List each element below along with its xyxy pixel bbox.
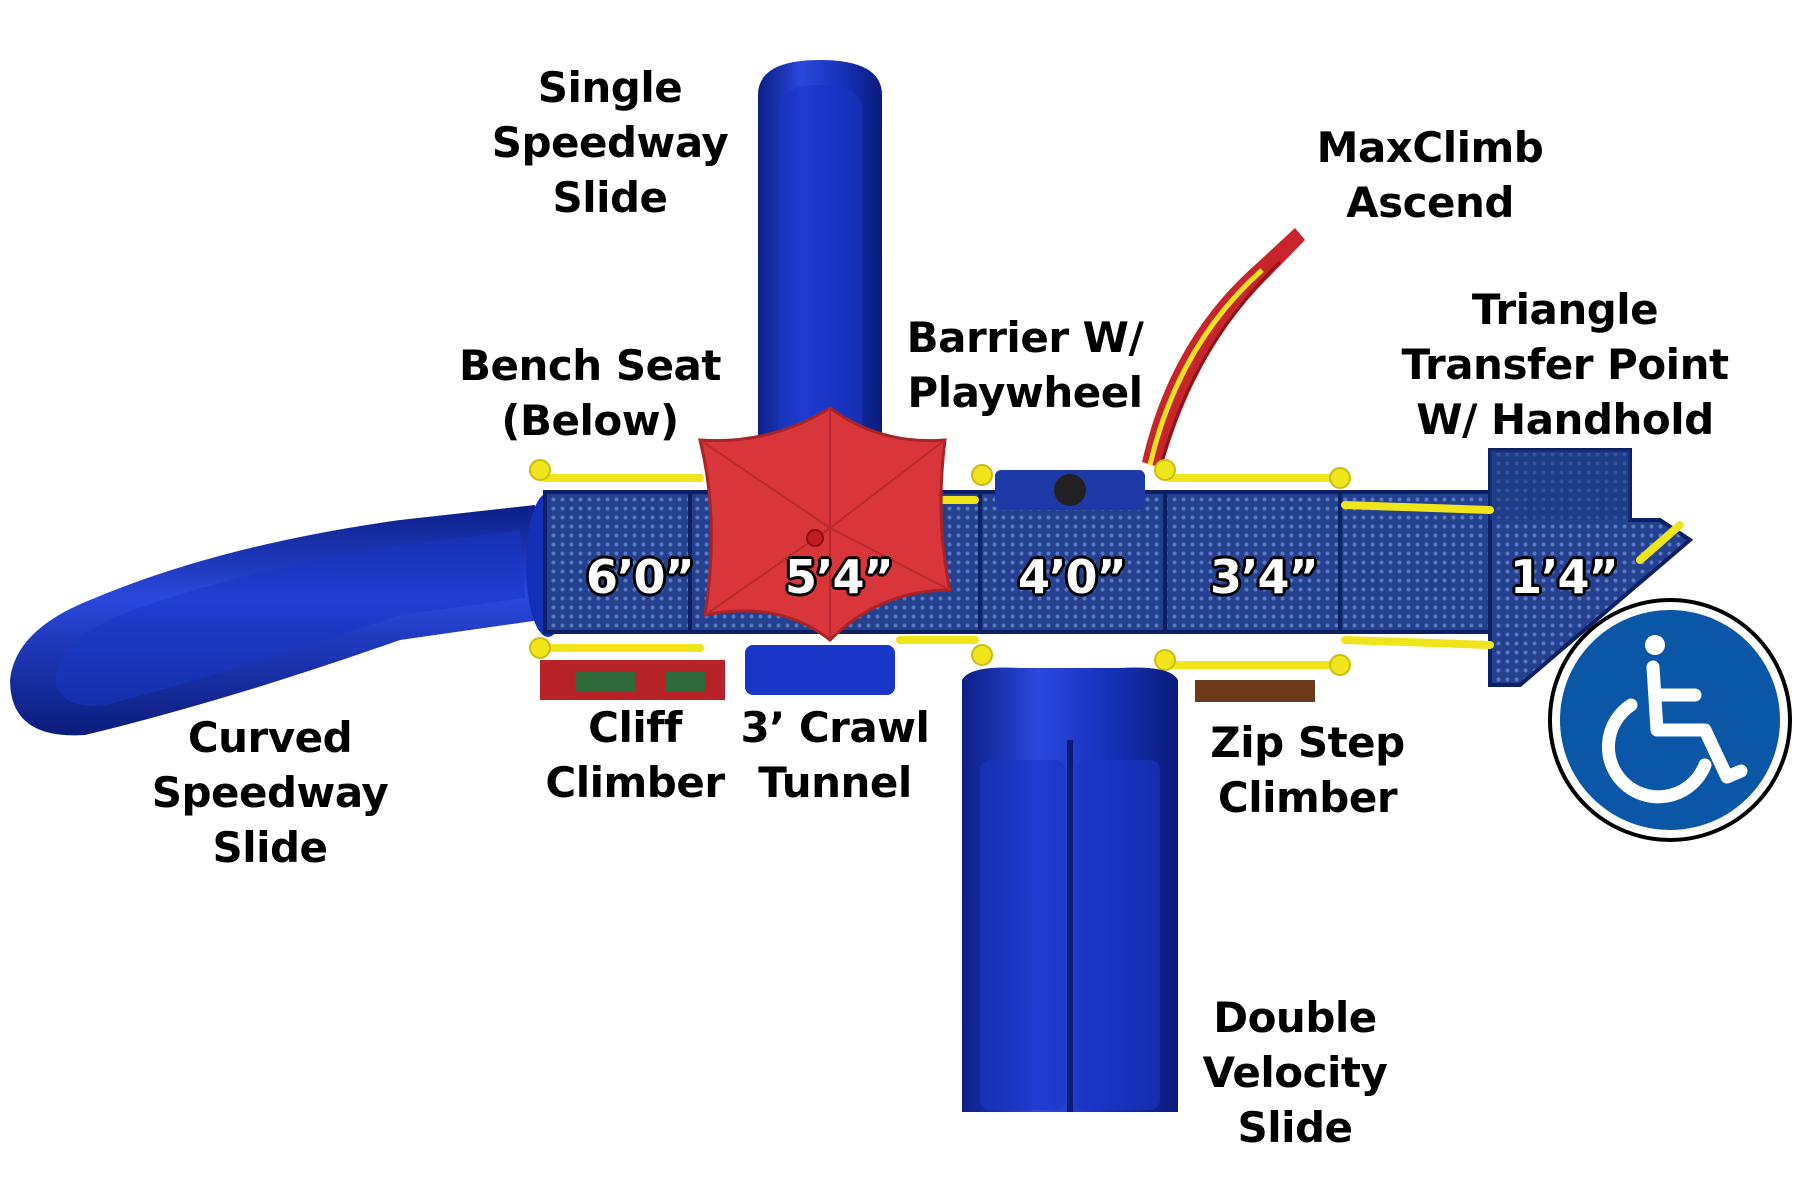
roof xyxy=(698,406,952,643)
label-single-speedway-slide: Single Speedway Slide xyxy=(491,63,729,222)
label-barrier-playwheel: Barrier W/ Playwheel xyxy=(906,313,1144,417)
deck-height-2: 5’4” xyxy=(785,550,894,604)
label-crawl-tunnel: 3’ Crawl Tunnel xyxy=(740,703,930,807)
maxclimb-ascend xyxy=(1142,228,1305,471)
double-velocity-slide xyxy=(962,667,1178,1112)
single-speedway-slide xyxy=(758,60,882,470)
deck-height-4: 3’4” xyxy=(1210,550,1319,604)
label-triangle-transfer-point: Triangle Transfer Point W/ Handhold xyxy=(1401,285,1729,444)
deck-height-3: 4’0” xyxy=(1018,550,1127,604)
label-curved-speedway-slide: Curved Speedway Slide xyxy=(151,713,389,872)
deck-height-1: 6’0” xyxy=(586,550,695,604)
label-bench-seat: Bench Seat (Below) xyxy=(459,341,721,445)
deck-height-5: 1’4” xyxy=(1510,550,1619,604)
rails xyxy=(541,474,1684,669)
label-zip-step-climber: Zip Step Climber xyxy=(1210,718,1405,822)
wheelchair-accessibility-icon xyxy=(1548,598,1792,842)
label-double-velocity-slide: Double Velocity Slide xyxy=(1202,993,1388,1152)
curved-speedway-slide xyxy=(10,493,570,736)
rail-posts xyxy=(529,459,1351,676)
label-cliff-climber: Cliff Climber xyxy=(545,703,725,807)
label-maxclimb-ascend: MaxClimb Ascend xyxy=(1316,123,1544,227)
